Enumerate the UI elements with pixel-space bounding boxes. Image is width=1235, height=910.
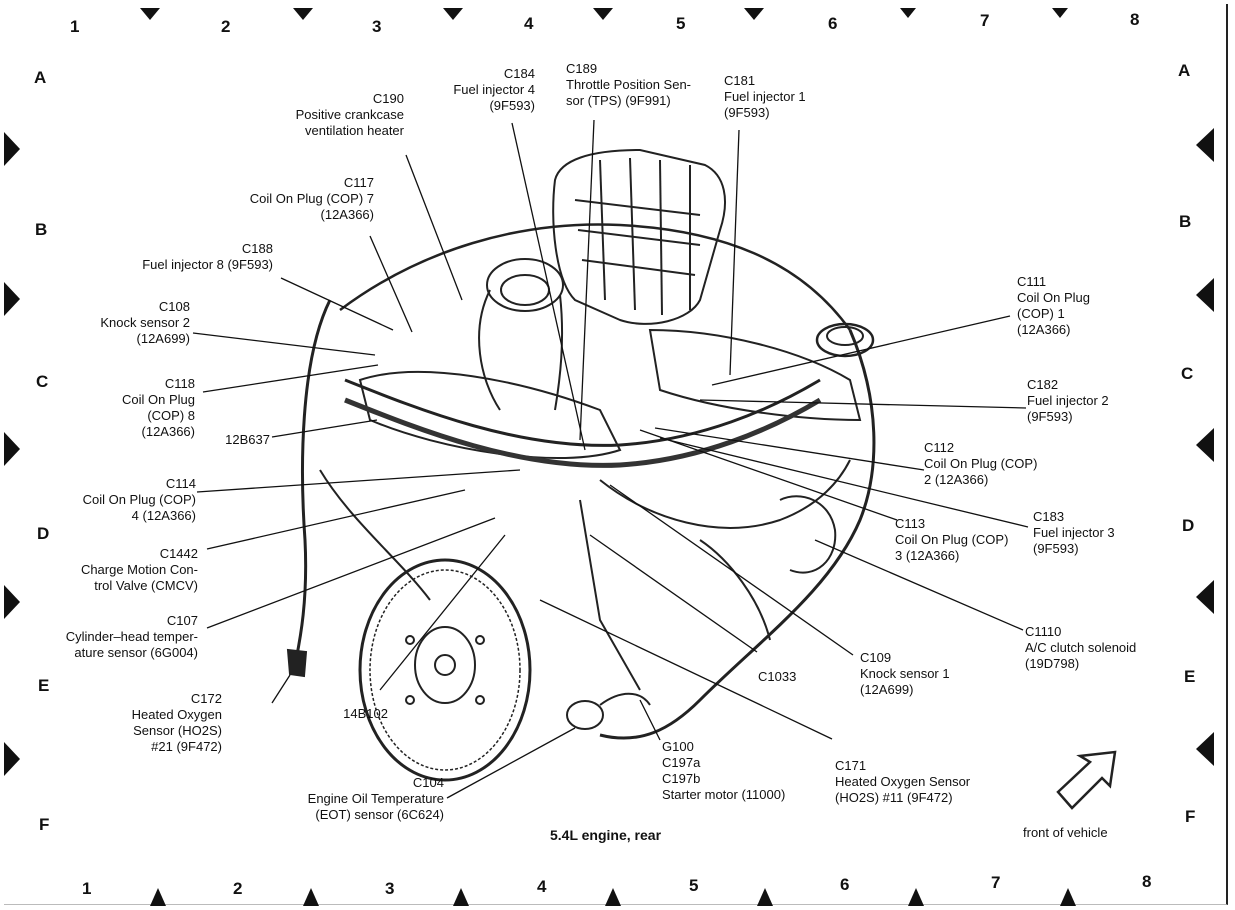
grid-row-left-f: F — [39, 815, 50, 834]
diagram-caption: 5.4L engine, rear — [550, 827, 662, 843]
grid-row-right-d: D — [1182, 516, 1195, 535]
callout-c108: C108 Knock sensor 2 (12A699) — [100, 299, 190, 346]
callout-c112: C112 Coil On Plug (COP) 2 (12A366) — [924, 440, 1038, 487]
callout-14b102: 14B102 — [343, 706, 388, 721]
engine-outline — [286, 148, 1117, 810]
grid-row-right-a: A — [1178, 61, 1191, 80]
callout-c172: C172 Heated Oxygen Sensor (HO2S) #21 (9F… — [131, 691, 222, 754]
grid-row-left-c: C — [36, 372, 49, 391]
callout-c184: C184 Fuel injector 4 (9F593) — [453, 66, 535, 113]
grid-col-top-2: 2 — [221, 17, 231, 36]
callout-c183: C183 Fuel injector 3 (9F593) — [1033, 509, 1115, 556]
callout-c118: C118 Coil On Plug (COP) 8 (12A366) — [122, 376, 195, 439]
grid-col-top-7: 7 — [980, 11, 990, 30]
grid-col-top-8: 8 — [1130, 10, 1140, 29]
grid-col-bottom-7: 7 — [991, 873, 1001, 892]
callout-c111: C111 Coil On Plug (COP) 1 (12A366) — [1017, 274, 1090, 337]
callout-c109: C109 Knock sensor 1 (12A699) — [860, 650, 950, 697]
callout-c171: C171 Heated Oxygen Sensor (HO2S) #11 (9F… — [835, 758, 971, 805]
grid-row-right-f: F — [1185, 807, 1196, 826]
callout-c182: C182 Fuel injector 2 (9F593) — [1027, 377, 1109, 424]
callout-c181: C181 Fuel injector 1 (9F593) — [724, 73, 806, 120]
grid-row-left-e: E — [38, 676, 50, 695]
grid-col-bottom-5: 5 — [689, 876, 699, 895]
callout-g100: G100 C197a C197b Starter motor (11000) — [662, 739, 786, 802]
callout-c104: C104 Engine Oil Temperature (EOT) sensor… — [307, 775, 444, 822]
grid-col-bottom-2: 2 — [233, 879, 243, 898]
grid-row-right-e: E — [1184, 667, 1196, 686]
grid-row-left-a: A — [34, 68, 47, 87]
grid-col-top-1: 1 — [70, 17, 80, 36]
grid-col-bottom-6: 6 — [840, 875, 850, 894]
callout-c107: C107 Cylinder–head temper- ature sensor … — [65, 613, 198, 660]
grid-row-left-d: D — [37, 524, 50, 543]
callout-c188: C188 Fuel injector 8 (9F593) — [142, 241, 273, 272]
leader-lines — [192, 119, 1029, 799]
grid-col-bottom-4: 4 — [537, 877, 547, 896]
grid-row-right-b: B — [1179, 212, 1192, 231]
callout-c114: C114 Coil On Plug (COP) 4 (12A366) — [82, 476, 196, 523]
callout-c1033: C1033 — [758, 669, 797, 684]
callout-c189: C189 Throttle Position Sen- sor (TPS) (9… — [566, 61, 692, 108]
grid-col-top-4: 4 — [524, 14, 534, 33]
grid-col-top-5: 5 — [676, 14, 686, 33]
grid-col-bottom-3: 3 — [385, 879, 395, 898]
callout-c1110: C1110 A/C clutch solenoid (19D798) — [1025, 624, 1137, 671]
callout-c113: C113 Coil On Plug (COP) 3 (12A366) — [895, 516, 1009, 563]
grid-markers — [4, 8, 1214, 906]
grid-col-top-6: 6 — [828, 14, 838, 33]
grid-col-top-3: 3 — [372, 17, 382, 36]
callout-12b637: 12B637 — [225, 432, 270, 447]
grid-col-bottom-1: 1 — [82, 879, 92, 898]
front-of-vehicle-label: front of vehicle — [1023, 825, 1108, 840]
grid-col-bottom-8: 8 — [1142, 872, 1152, 891]
callout-c117: C117 Coil On Plug (COP) 7 (12A366) — [249, 175, 374, 222]
callout-c1442: C1442 Charge Motion Con- trol Valve (CMC… — [80, 546, 198, 593]
grid-row-right-c: C — [1181, 364, 1194, 383]
callout-c190: C190 Positive crankcase ventilation heat… — [295, 91, 404, 138]
grid-row-left-b: B — [35, 220, 48, 239]
